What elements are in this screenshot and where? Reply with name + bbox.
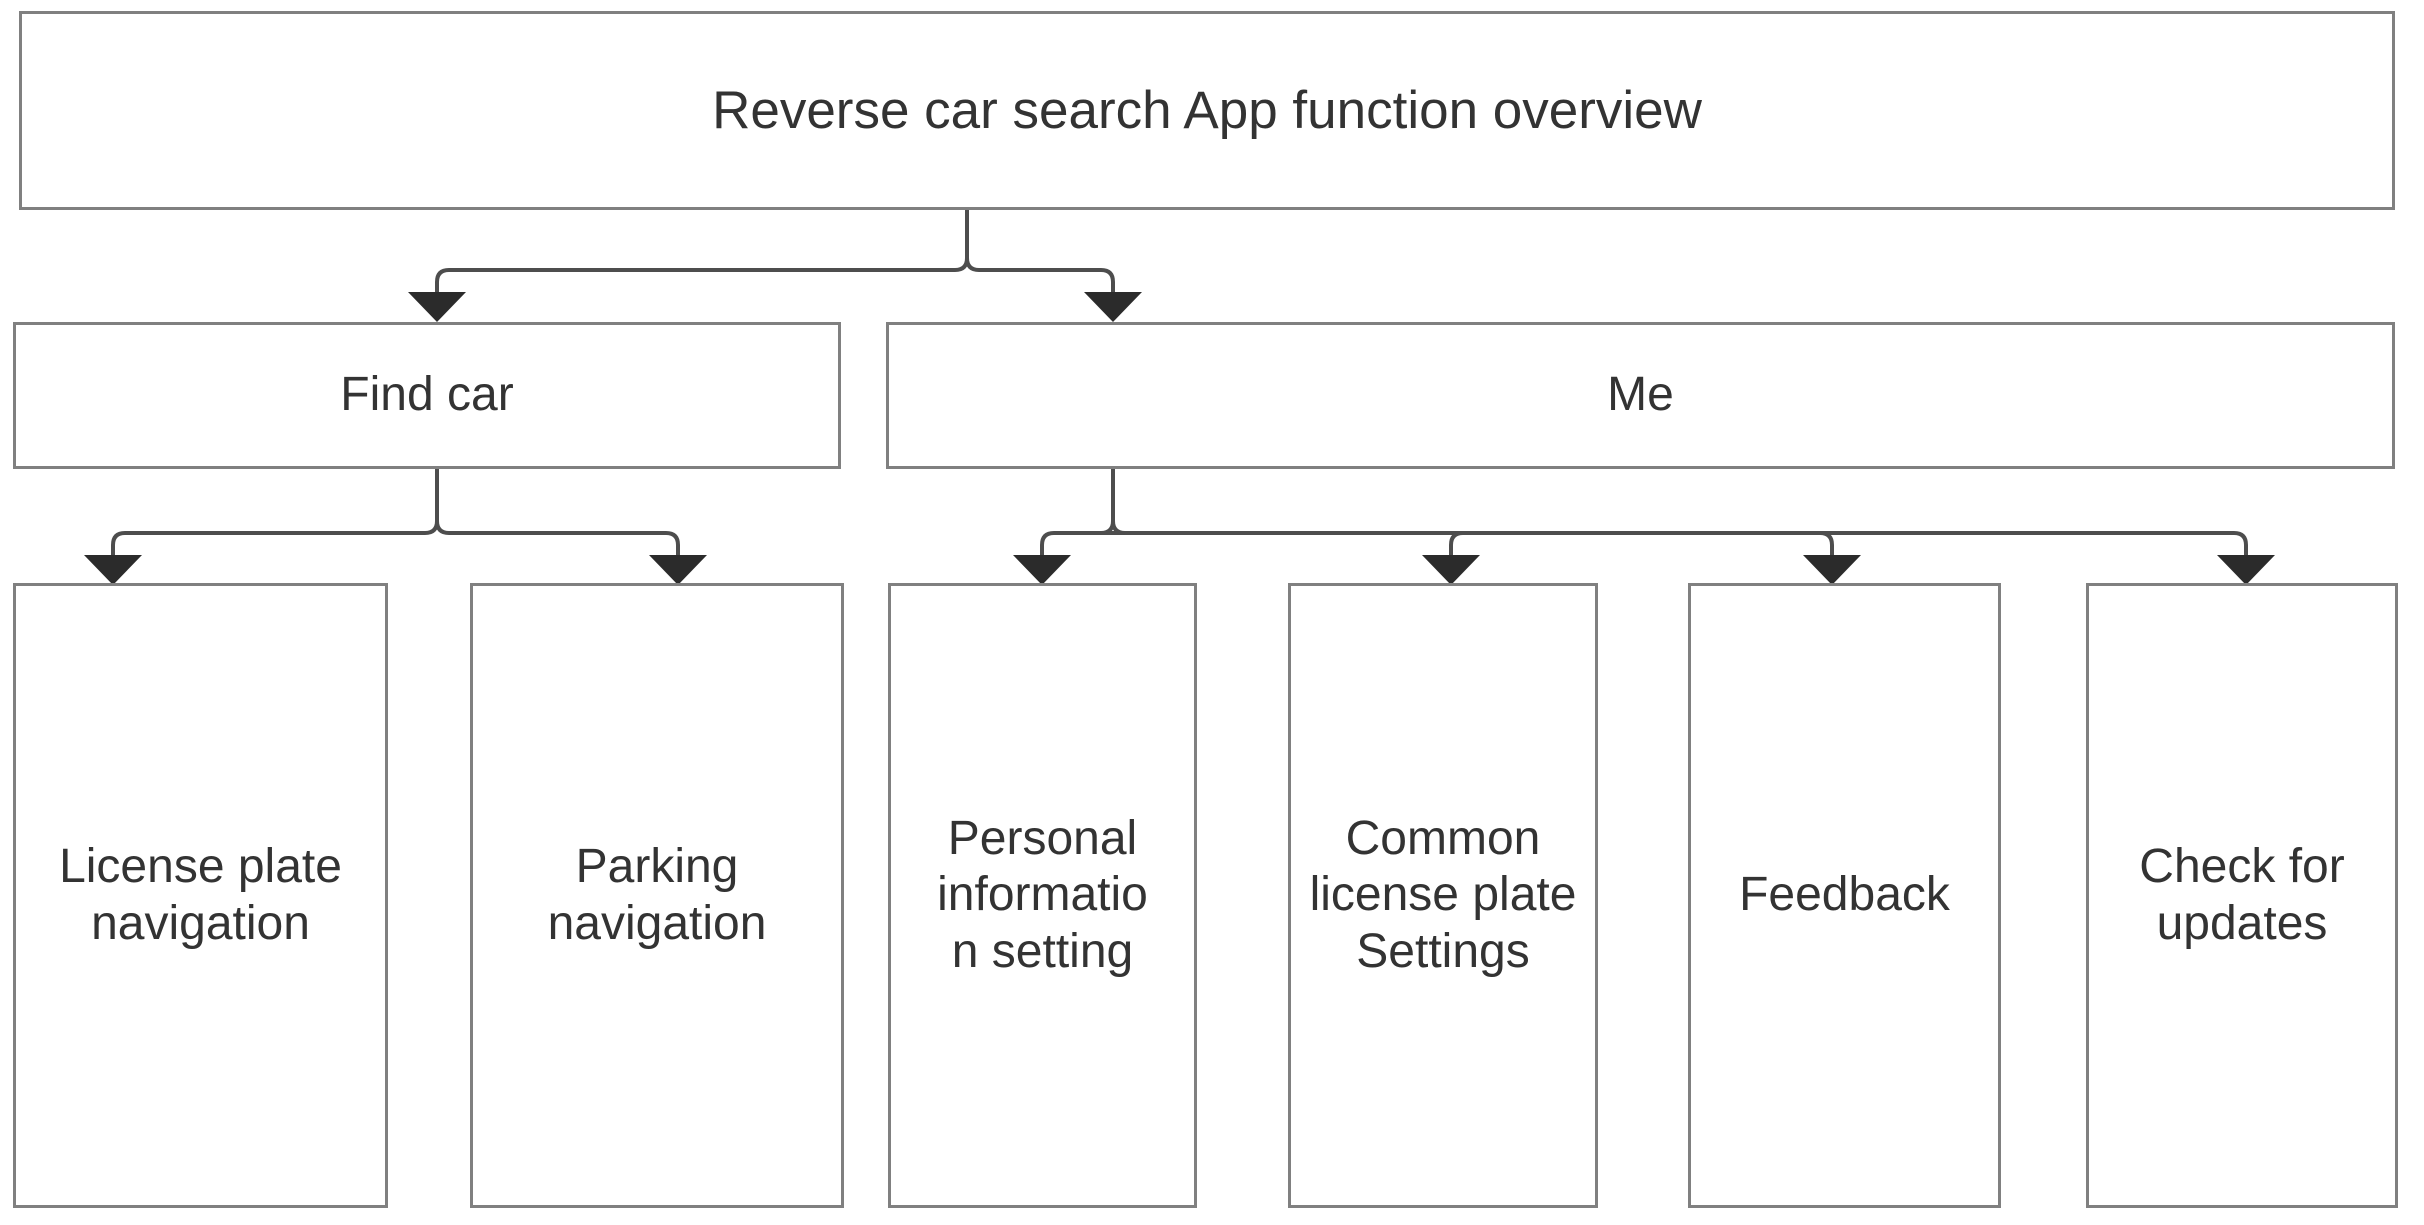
- node-feedback-label: Feedback: [1739, 868, 1950, 922]
- node-me-label: Me: [1607, 368, 1674, 422]
- node-root-label: Reverse car search App function overview: [712, 80, 1702, 140]
- node-personal-information-setting[interactable]: Personal informatio n setting: [888, 583, 1197, 1208]
- node-common-license-plate-settings-label: Common license plate Settings: [1309, 812, 1577, 978]
- node-find-car[interactable]: Find car: [13, 322, 841, 469]
- connector-root-to-level2: [408, 210, 1142, 322]
- connector-me-to-children: [1013, 469, 2275, 585]
- node-personal-information-setting-label: Personal informatio n setting: [937, 812, 1148, 978]
- node-parking-navigation[interactable]: Parking navigation: [470, 583, 844, 1208]
- node-check-for-updates-label: Check for updates: [2139, 840, 2345, 950]
- node-root[interactable]: Reverse car search App function overview: [19, 11, 2395, 210]
- node-parking-navigation-label: Parking navigation: [547, 840, 767, 950]
- node-license-plate-navigation[interactable]: License plate navigation: [13, 583, 388, 1208]
- connector-findcar-to-children: [84, 469, 707, 585]
- node-check-for-updates[interactable]: Check for updates: [2086, 583, 2398, 1208]
- node-license-plate-navigation-label: License plate navigation: [59, 840, 342, 950]
- node-feedback[interactable]: Feedback: [1688, 583, 2001, 1208]
- node-common-license-plate-settings[interactable]: Common license plate Settings: [1288, 583, 1598, 1208]
- node-find-car-label: Find car: [340, 368, 514, 422]
- node-me[interactable]: Me: [886, 322, 2395, 469]
